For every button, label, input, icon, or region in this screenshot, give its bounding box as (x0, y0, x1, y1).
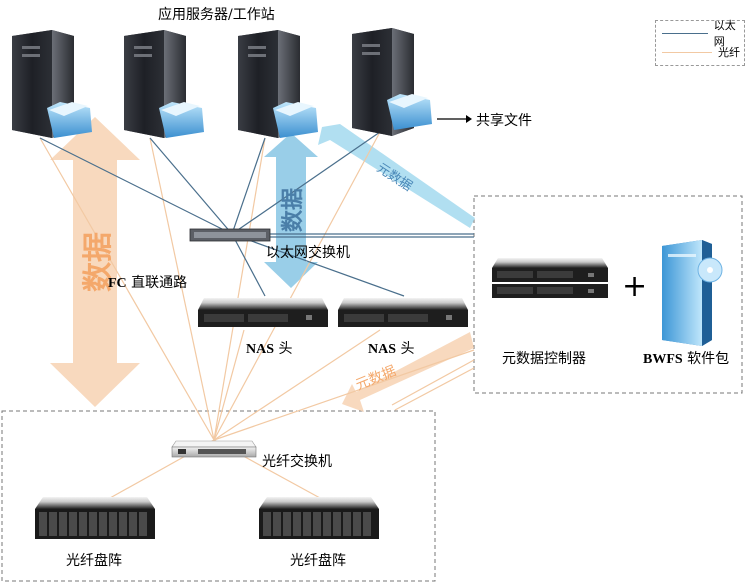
fiber-links (39, 131, 475, 499)
metadata-group-box (473, 195, 743, 394)
nas-prefix: NAS (246, 342, 275, 357)
disk-array-label-2: 光纤盘阵 (290, 553, 346, 569)
disk-array-label-1: 光纤盘阵 (66, 553, 122, 569)
ethernet-links (39, 131, 474, 297)
app-server-4 (352, 28, 432, 136)
fc-path-label: FC 直联通路 (108, 272, 187, 292)
metadata-arrow-top (318, 124, 475, 228)
shared-files-arrow-icon (437, 115, 472, 123)
data-arrow-center (264, 133, 318, 288)
nas-head-2 (338, 298, 468, 327)
metadata-controller-device (492, 258, 608, 298)
page-title: 应用服务器/工作站 (158, 7, 275, 23)
legend-item-ethernet: 以太网 (662, 19, 744, 48)
software-prefix: BWFS (643, 352, 683, 367)
storage-group-box (1, 410, 436, 582)
nas-suffix: 头 (400, 341, 415, 357)
shared-files-label: 共享文件 (476, 113, 532, 129)
legend-ethernet-label: 以太网 (713, 19, 736, 48)
nas-prefix: NAS (368, 342, 397, 357)
metadata-arrow-bottom (342, 332, 474, 412)
disk-array-1 (35, 497, 155, 539)
ethernet-swatch (662, 32, 708, 34)
fiber-swatch (662, 51, 712, 53)
folder-icon (273, 102, 318, 138)
folder-icon (159, 102, 204, 138)
nas-head-label-1: NAS 头 (246, 338, 292, 358)
nas-head-label-2: NAS 头 (368, 338, 414, 358)
metadata-controller-label: 元数据控制器 (502, 351, 586, 367)
disk-array-2 (259, 497, 379, 539)
fc-suffix: 直联通路 (131, 275, 188, 291)
plus-sign: + (622, 269, 647, 304)
ethernet-switch-label: 以太网交换机 (266, 245, 350, 261)
app-server-1 (12, 30, 92, 138)
software-suffix: 软件包 (687, 351, 730, 367)
software-box-icon (662, 240, 723, 346)
legend: 以太网 光纤 (655, 19, 745, 66)
fc-prefix: FC (108, 276, 127, 291)
nas-suffix: 头 (278, 341, 293, 357)
app-server-2 (124, 30, 204, 138)
legend-item-fiber: 光纤 (662, 45, 740, 59)
app-server-3 (238, 30, 318, 138)
folder-icon (387, 94, 432, 130)
data-arrow-left (50, 117, 140, 407)
software-package-label: BWFS 软件包 (643, 348, 729, 368)
fiber-switch-device (171, 440, 257, 458)
nas-head-1 (198, 298, 328, 327)
fiber-switch-label: 光纤交换机 (262, 454, 332, 470)
folder-icon (47, 102, 92, 138)
data-label-center: 数据 (280, 188, 306, 232)
ethernet-switch-device (189, 228, 271, 242)
legend-fiber-label: 光纤 (718, 46, 740, 59)
data-label-left: 数据 (81, 232, 116, 292)
